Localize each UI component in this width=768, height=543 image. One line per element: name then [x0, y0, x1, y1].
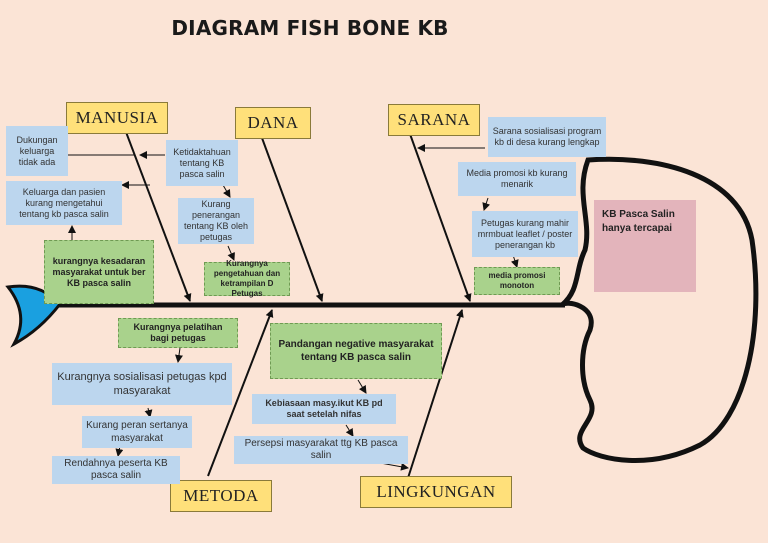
sub-arrow-9 — [510, 254, 519, 268]
bone-dana — [261, 137, 324, 302]
bone-metoda — [207, 309, 274, 477]
sub-arrow-14 — [345, 424, 354, 437]
cause-sarana-1: Sarana sosialisasi program kb di desa ku… — [488, 117, 606, 157]
cause-lingkungan-3: Persepsi masyarakat ttg KB pasca salin — [234, 436, 408, 464]
cause-metoda-1: Kurangnya pelatihan bagi petugas — [118, 318, 238, 348]
cause-manusia-1: Dukungan keluarga tidak ada — [6, 126, 68, 176]
cause-lingkungan-1: Pandangan negative masyarakat tentang KB… — [270, 323, 442, 379]
sub-arrow-10 — [175, 347, 183, 363]
cause-sarana-3: Petugas kurang mahir mrmbuat leaflet / p… — [472, 211, 578, 257]
cause-metoda-2: Kurangnya sosialisasi petugas kpd masyar… — [52, 363, 232, 405]
sub-arrow-5 — [222, 184, 231, 198]
sub-arrow-11 — [144, 407, 153, 418]
cause-manusia-3: kurangnya kesadaran masyarakat untuk ber… — [44, 240, 154, 304]
category-dana: DANA — [235, 107, 311, 139]
bone-lingkungan — [407, 309, 464, 479]
head-effect-box: KB Pasca Salin hanya tercapai — [594, 200, 696, 292]
category-metoda: METODA — [170, 480, 272, 512]
sub-arrow-13 — [357, 379, 367, 394]
bone-manusia — [125, 131, 192, 302]
category-manusia: MANUSIA — [66, 102, 168, 134]
cause-dana-1: Ketidaktahuan tentang KB pasca salin — [166, 140, 238, 186]
cause-manusia-2: Keluarga dan pasien kurang mengetahui te… — [6, 181, 122, 225]
sub-arrow-6 — [227, 245, 235, 261]
fish-head — [559, 156, 759, 463]
cause-sarana-4: media promosi monoton — [474, 267, 560, 295]
cause-lingkungan-2: Kebiasaan masy.ikut KB pd saat setelah n… — [252, 394, 396, 424]
category-lingkungan: LINGKUNGAN — [360, 476, 512, 508]
bone-sarana — [409, 133, 472, 302]
cause-dana-2: Kurang penerangan tentang KB oleh petuga… — [178, 198, 254, 244]
category-sarana: SARANA — [388, 104, 480, 136]
cause-sarana-2: Media promosi kb kurang menarik — [458, 162, 576, 196]
cause-metoda-3: Kurang peran sertanya masyarakat — [82, 416, 192, 448]
sub-arrow-8 — [482, 197, 491, 211]
cause-dana-3: Kurangnya pengetahuan dan ketrampilan D … — [204, 259, 290, 298]
cause-metoda-4: Rendahnya peserta KB pasca salin — [52, 456, 180, 484]
page-title: DIAGRAM FISH BONE KB — [171, 16, 449, 40]
